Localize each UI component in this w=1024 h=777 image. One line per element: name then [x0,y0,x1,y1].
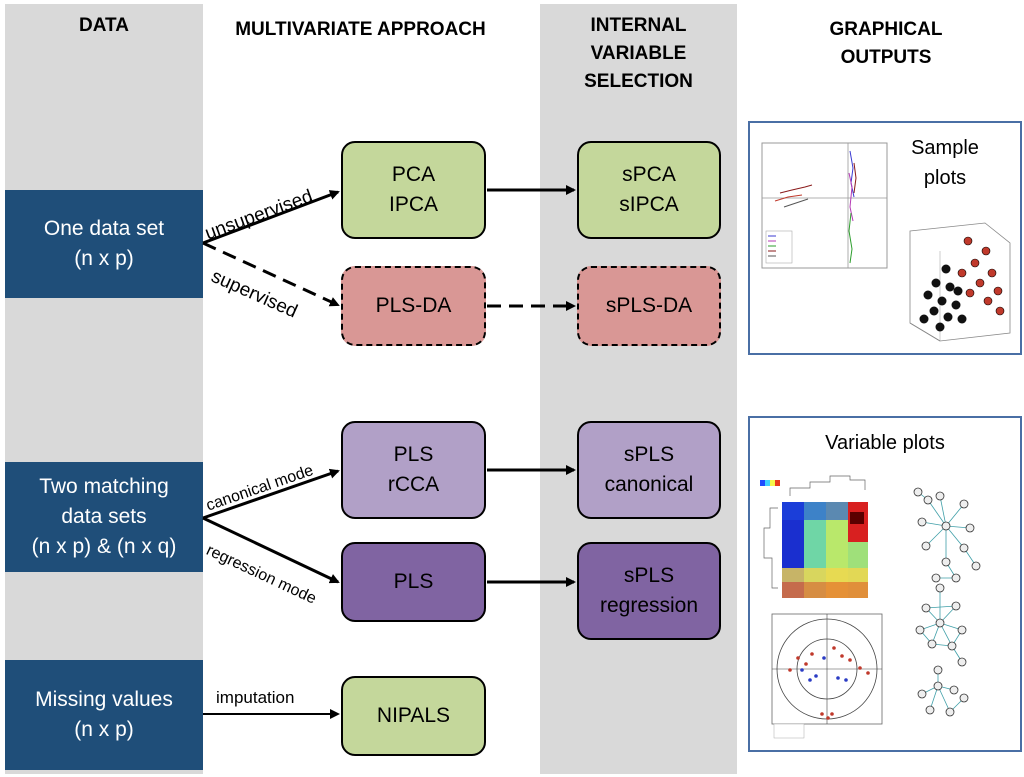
node-spls-canonical-line-1: sPLS [623,443,675,466]
selection-column-heading: INTERNAL VARIABLE SELECTION [540,12,737,96]
node-pca-line-2: IPCA [388,193,438,216]
node-spls-regression-line-1: sPLS [623,564,675,587]
data-box-two-data-sets: Two matching data sets (n x p) & (n x q) [5,462,203,572]
arrow-regression-mode [202,516,340,584]
data-box-two-line-3: (n x p) & (n x q) [31,535,177,558]
sample-2d-plot [761,142,888,269]
node-spls-canonical: sPLS canonical [577,421,721,519]
sample-plots-title: Sample plots [890,133,1000,193]
data-box-missing-line-2: (n x p) [74,718,134,741]
selection-heading-line-3: SELECTION [584,71,693,92]
arrow-unsupervised [202,190,340,245]
arrow-supervised [202,241,340,307]
node-spls-regression-line-2: regression [599,594,699,617]
node-pca-line-1: PCA [391,163,436,186]
sample-3d-plot [909,222,1011,342]
data-box-one-data-set: One data set (n x p) [5,190,203,298]
label-imputation: imputation [216,688,295,707]
data-column-heading: DATA [79,15,129,36]
data-box-one-line-2: (n x p) [74,247,134,270]
node-pls-da: PLS-DA [341,266,486,346]
variable-plots-panel: Variable plots [748,416,1022,752]
data-box-two-line-2: data sets [61,505,147,528]
node-splsda-label: sPLS-DA [605,294,693,317]
node-nipals-label: NIPALS [376,704,451,727]
node-pls-regression-label: PLS [393,570,434,593]
node-pls-rcca-line-1: PLS [393,443,434,466]
data-box-missing-line-1: Missing values [35,688,173,711]
network-plots [913,487,981,717]
sample-plots-panel: Sample plots [748,121,1022,355]
data-column-bg [5,4,203,774]
sample-plots-thumbnails [761,142,1011,342]
heatmap-plot [760,475,868,598]
variable-plots-thumbnails [760,475,981,739]
selection-column-bg [540,4,737,774]
node-pls-rcca-line-2: rCCA [387,473,440,496]
node-spls-canonical-line-2: canonical [604,473,694,496]
data-box-one-line-1: One data set [43,217,165,240]
node-spls-da: sPLS-DA [577,266,721,346]
node-pls-regression: PLS [341,542,486,622]
data-box-two-line-1: Two matching [39,475,169,498]
node-plsda-label: PLS-DA [375,294,452,317]
node-pca-ipca: PCA IPCA [341,141,486,239]
sample-plots-title-line-2: plots [923,167,967,189]
outputs-column-heading: GRAPHICAL OUTPUTS [748,16,1024,72]
node-spca-sipca: sPCA sIPCA [577,141,721,239]
outputs-heading-line-1: GRAPHICAL [829,19,943,40]
outputs-heading-line-2: OUTPUTS [840,47,932,68]
node-nipals: NIPALS [341,676,486,756]
arrow-canonical-mode [202,468,340,520]
node-spca-line-1: sPCA [622,163,676,186]
correlation-circle-plot [771,613,883,739]
multivariate-column-heading: MULTIVARIATE APPROACH [235,19,486,40]
sample-plots-title-line-1: Sample [911,137,979,159]
data-box-missing-values: Missing values (n x p) [5,660,203,770]
selection-heading-line-2: VARIABLE [590,43,687,64]
selection-heading-line-1: INTERNAL [590,15,687,36]
node-spls-regression: sPLS regression [577,542,721,640]
node-spca-line-2: sIPCA [619,193,679,216]
variable-plots-title: Variable plots [825,432,945,454]
node-pls-rcca: PLS rCCA [341,421,486,519]
